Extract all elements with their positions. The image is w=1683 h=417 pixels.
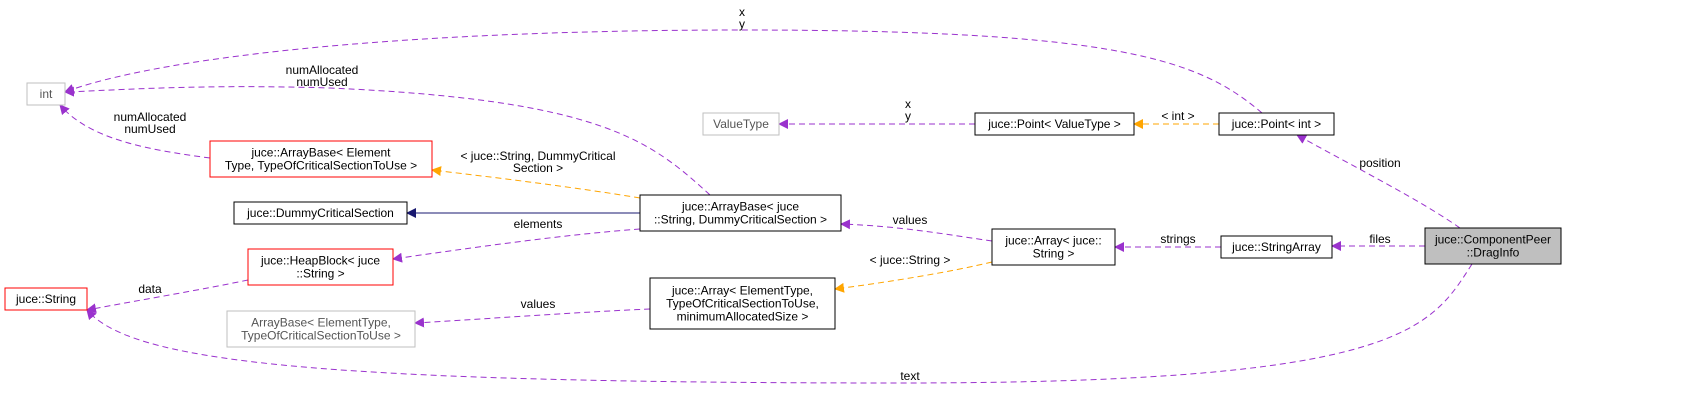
- edge-array-string-to-arraybase: [840, 219, 993, 242]
- node-label: juce::HeapBlock< juce: [260, 254, 380, 268]
- node-label: juce::Array< juce::: [1004, 234, 1101, 248]
- edge-label-line: strings: [1160, 232, 1195, 246]
- node-label: juce::Array< ElementType,: [671, 284, 813, 298]
- edge-label-line: x: [739, 5, 745, 19]
- node-box: [639, 194, 842, 232]
- node-array-string[interactable]: juce::Array< juce::String >: [991, 228, 1116, 266]
- edge-label-arraybase-string-to-template: < juce::String, DummyCriticalSection >: [460, 149, 615, 175]
- edge-label-line: files: [1369, 232, 1390, 246]
- edge-label-array-string-to-arraybase: values: [893, 213, 928, 227]
- edge-label-line: values: [521, 297, 556, 311]
- node-label: minimumAllocatedSize >: [677, 310, 809, 324]
- node-array-template[interactable]: juce::Array< ElementType,TypeOfCriticalS…: [649, 277, 836, 330]
- node-point-int[interactable]: juce::Point< int >: [1218, 112, 1335, 136]
- edge-label-line: numAllocated: [114, 110, 187, 124]
- edge-label-line: < int >: [1161, 109, 1194, 123]
- node-box: [4, 287, 88, 311]
- node-point-valuetype[interactable]: juce::Point< ValueType >: [974, 112, 1135, 136]
- edge-label-line: elements: [514, 217, 563, 231]
- node-stringarray[interactable]: juce::StringArray: [1220, 235, 1333, 259]
- node-box: [233, 201, 408, 225]
- edge-draginfo-to-string: [86, 263, 1473, 384]
- node-box: [26, 82, 66, 106]
- node-arraybase-elementtype-plain[interactable]: ArrayBase< ElementType,TypeOfCriticalSec…: [226, 310, 416, 348]
- node-arraybase-string[interactable]: juce::ArrayBase< juce::String, DummyCrit…: [639, 194, 842, 232]
- node-box: [1218, 112, 1335, 136]
- edge-arraybase-string-to-template: [431, 166, 641, 199]
- edge-label-arraybase-string-to-heapblock: elements: [514, 217, 563, 231]
- node-valuetype[interactable]: ValueType: [702, 112, 780, 136]
- edge-heapblock-to-string: [86, 279, 249, 314]
- edge-label-line: y: [905, 109, 911, 123]
- node-label: ::DragInfo: [1467, 246, 1520, 260]
- node-draginfo[interactable]: juce::ComponentPeer::DragInfo: [1424, 227, 1562, 265]
- node-box: [209, 140, 433, 178]
- node-int[interactable]: int: [26, 82, 66, 106]
- edge-label-line: < juce::String >: [870, 253, 951, 267]
- node-label: int: [40, 87, 53, 101]
- edge-label-draginfo-to-stringarray: files: [1369, 232, 1390, 246]
- edge-label-array-template-to-arraybase: values: [521, 297, 556, 311]
- node-box: [247, 248, 394, 286]
- node-box: [226, 310, 416, 348]
- edge-label-line: text: [900, 369, 920, 383]
- node-juce-string[interactable]: juce::String: [4, 287, 88, 311]
- node-box: [702, 112, 780, 136]
- edge-label-line: numUsed: [124, 122, 175, 136]
- node-box: [1424, 227, 1562, 265]
- edge-label-line: Section >: [513, 161, 563, 175]
- edge-label-stringarray-to-array: strings: [1160, 232, 1195, 246]
- edge-label-line: position: [1359, 156, 1400, 170]
- edge-point-int-to-int: [64, 29, 1263, 114]
- node-arraybase-elementtype[interactable]: juce::ArrayBase< ElementType, TypeOfCrit…: [209, 140, 433, 178]
- edge-label-point-int-to-template: < int >: [1161, 109, 1194, 123]
- node-heapblock-string[interactable]: juce::HeapBlock< juce::String >: [247, 248, 394, 286]
- edge-label-draginfo-to-string: text: [900, 369, 920, 383]
- edge-label-line: < juce::String, DummyCritical: [460, 149, 615, 163]
- node-label: juce::Point< ValueType >: [987, 117, 1121, 131]
- node-label: String >: [1033, 247, 1075, 261]
- node-label: ::String >: [296, 267, 344, 281]
- edge-draginfo-to-point: [1296, 134, 1461, 229]
- node-label: ValueType: [713, 117, 769, 131]
- node-label: ArrayBase< ElementType,: [251, 316, 391, 330]
- edge-label-array-string-to-template: < juce::String >: [870, 253, 951, 267]
- edge-arraybase-string-to-int: [64, 86, 711, 196]
- edge-label-point-valuetype-to-valuetype: xy: [905, 97, 911, 123]
- node-dummy-critical-section[interactable]: juce::DummyCriticalSection: [233, 201, 408, 225]
- edge-label-line: values: [893, 213, 928, 227]
- node-label: juce::Point< int >: [1231, 117, 1321, 131]
- edge-arraybase-elementtype-to-int: [59, 104, 211, 159]
- edge-label-heapblock-to-string: data: [138, 282, 162, 296]
- node-label: Type, TypeOfCriticalSectionToUse >: [225, 159, 417, 173]
- node-label: juce::DummyCriticalSection: [246, 206, 394, 220]
- edge-label-line: numUsed: [296, 75, 347, 89]
- node-label: TypeOfCriticalSectionToUse >: [241, 329, 401, 343]
- edge-array-template-to-arraybase: [414, 308, 651, 328]
- edge-label-line: numAllocated: [286, 63, 359, 77]
- node-box: [649, 277, 836, 330]
- node-label: juce::ArrayBase< juce: [681, 200, 799, 214]
- node-label: TypeOfCriticalSectionToUse,: [666, 297, 819, 311]
- node-label: juce::StringArray: [1231, 240, 1321, 254]
- node-box: [1220, 235, 1333, 259]
- node-label: ::String, DummyCriticalSection >: [654, 213, 827, 227]
- edge-label-draginfo-to-point: position: [1359, 156, 1400, 170]
- edge-label-line: x: [905, 97, 911, 111]
- edge-array-string-to-template: [834, 261, 993, 293]
- edge-label-line: y: [739, 17, 745, 31]
- node-box: [991, 228, 1116, 266]
- node-label: juce::ArrayBase< Element: [250, 146, 391, 160]
- edge-label-line: data: [138, 282, 162, 296]
- node-label: juce::String: [15, 292, 76, 306]
- edge-arraybase-string-to-heapblock: [392, 228, 641, 263]
- node-box: [974, 112, 1135, 136]
- node-label: juce::ComponentPeer: [1434, 233, 1551, 247]
- edge-label-point-int-to-int: xy: [739, 5, 745, 31]
